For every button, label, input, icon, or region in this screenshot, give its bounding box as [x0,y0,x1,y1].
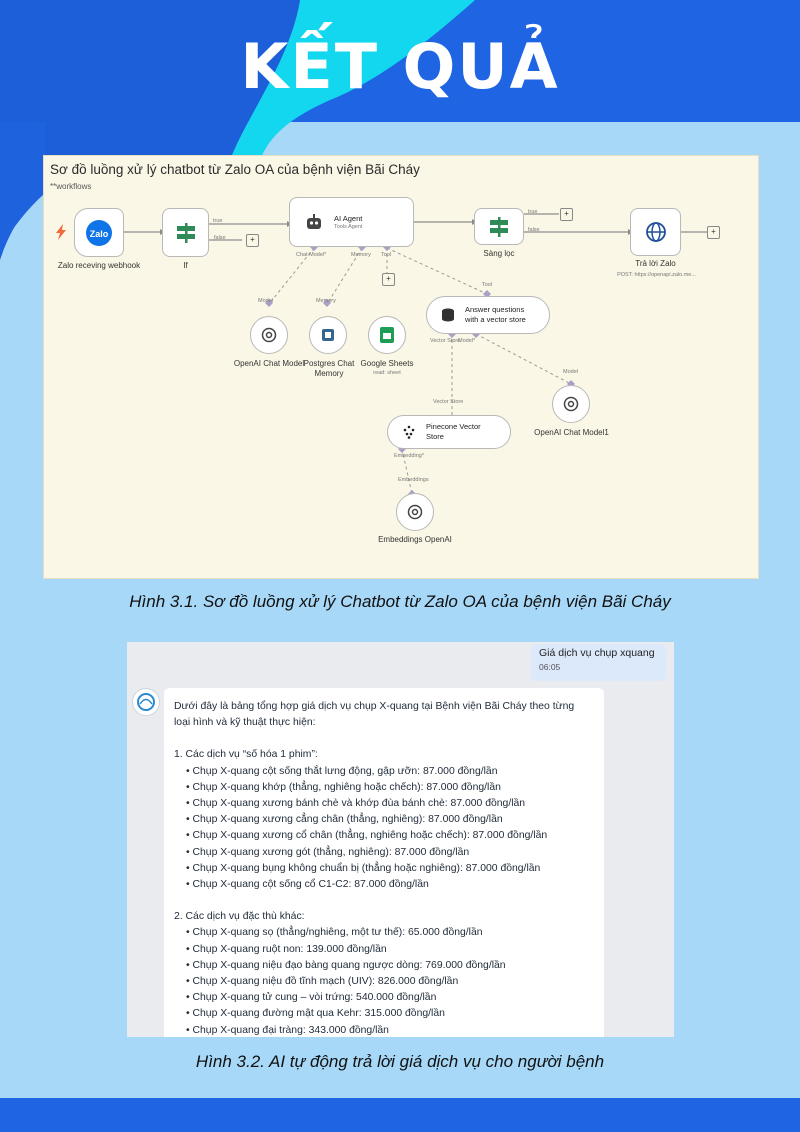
if-label: If [183,261,188,270]
signpost-icon [176,222,195,243]
figure-caption-1: Hình 3.1. Sơ đồ luồng xử lý Chatbot từ Z… [129,592,671,611]
pinecone-line-1: Pinecone Vector [426,422,481,431]
embeddings-openai-label: Embeddings OpenAI [378,535,452,544]
openai-chat-model1-label: OpenAI Chat Model1 [534,428,609,437]
google-sheets-sub: read: sheet [373,370,401,376]
ai-agent-type: Tools Agent [334,224,363,230]
signpost-icon [490,216,508,237]
add-node-button[interactable]: + [246,234,259,247]
pinecone-line-2: Store [426,432,444,441]
list-item: • Chụp X-quang đại tràng: 343.000 đồng/l… [186,1024,389,1036]
workflow-subtitle: **workflows [50,182,92,191]
list-item: • Chụp X-quang xương cẳng chân (thẳng, n… [186,814,503,826]
list-item: • Chụp X-quang cột sống thắt lưng động, … [186,765,498,777]
openai-chat-model1-node[interactable] [552,385,590,423]
add-tool-button[interactable]: + [382,273,395,286]
hospital-logo-icon [137,693,155,711]
chat-window: Giá dịch vụ chụp xquang 06:05 Dưới đây l… [127,642,674,1037]
database-icon [442,308,454,322]
zalo-webhook-node[interactable]: Zalo [74,208,124,257]
add-node-button[interactable]: + [560,208,573,221]
lightning-icon [56,224,66,240]
model-port: Model [563,369,578,375]
vector-store-port: Vector Store [433,399,464,405]
ai-agent-title: AI Agent [334,214,363,223]
embedding-port: Embedding* [394,453,424,459]
openai-icon [261,327,277,343]
answer-line-2: with a vector store [465,315,526,324]
list-item: • Chụp X-quang ruột non: 139.000 đồng/lầ… [186,943,387,955]
zalo-logo: Zalo [86,219,112,246]
section-2-heading: 2. Các dịch vụ đặc thù khác: [174,911,305,923]
tool-port: Tool [381,252,392,258]
tool-port: Tool [482,282,493,288]
footer-bar [0,1098,800,1132]
workflow-title: Sơ đồ luồng xử lý chatbot từ Zalo OA của… [50,162,420,177]
user-message-text: Giá dịch vụ chụp xquang [539,647,655,659]
reply-zalo-node[interactable] [630,208,681,256]
filter-label: Sàng lọc [483,249,515,258]
postgres-label-1: Postgres Chat [303,359,355,368]
add-node-button[interactable]: + [707,226,720,239]
model-port: Model* [458,338,476,344]
openai-chat-model-label: OpenAI Chat Model [233,359,305,368]
memory-port: Memory [351,252,371,258]
svg-text:Zalo: Zalo [90,229,109,239]
if-true-port: true [213,218,223,224]
ai-agent-node[interactable]: AI Agent Tools Agent [289,197,414,247]
bot-message-bubble: Dưới đây là bảng tổng hợp giá dịch vụ ch… [164,688,604,1037]
answer-line-1: Answer questions [465,305,525,314]
list-item: • Chụp X-quang xương bánh chè và khớp đù… [186,798,526,810]
if-false-port: false [214,235,226,241]
user-message-time: 06:05 [539,662,561,672]
sheets-icon [380,327,394,343]
page-title: KẾT QUẢ [240,30,560,103]
reply-zalo-label: Trả lời Zalo [635,259,676,268]
postgres-icon [322,329,334,341]
pinecone-icon [403,425,415,439]
filter-true-port: true [528,209,538,215]
embeddings-openai-node[interactable] [396,493,434,531]
openai-chat-model-node[interactable] [250,316,288,354]
section-1-heading: 1. Các dịch vụ “số hóa 1 phim”: [174,749,318,761]
list-item: • Chụp X-quang bụng không chuẩn bị (thẳn… [186,862,541,874]
list-item: • Chụp X-quang tử cung – vòi trứng: 540.… [186,992,437,1004]
filter-false-port: false [528,227,540,233]
list-item: • Chụp X-quang xương cổ chân (thẳng, ngh… [186,830,548,842]
model-port: Model [258,298,273,304]
zalo-webhook-label: Zalo receving webhook [57,261,141,270]
list-item: • Chụp X-quang niệu đồ tĩnh mạch (UIV): … [186,976,459,988]
bot-intro-line-2: loại hình và kỹ thuật thực hiện: [174,717,316,729]
vector-store-port: Vector Store [430,338,461,344]
list-item: • Chụp X-quang đường mật qua Kehr: 315.0… [186,1008,445,1020]
list-item: • Chụp X-quang niệu đạo bàng quang ngược… [186,959,506,971]
reply-zalo-url: POST: https://openapi.zalo.me... [617,272,696,278]
chat-model-port: Chat Model* [296,252,327,258]
header-background [0,0,800,260]
embeddings-port: Embeddings [398,477,429,483]
google-sheets-label: Google Sheets [360,359,414,368]
list-item: • Chụp X-quang sọ (thẳng/nghiêng, một tư… [186,927,483,939]
globe-icon [645,222,666,242]
workflow-diagram: Sơ đồ luồng xử lý chatbot từ Zalo OA của… [43,155,759,579]
postgres-label-2: Memory [314,369,344,378]
answer-questions-node[interactable]: Answer questions with a vector store [426,296,550,334]
filter-node[interactable] [474,208,524,245]
memory-port: Memory [316,298,336,304]
list-item: • Chụp X-quang khớp (thẳng, nghiêng hoặc… [186,781,501,793]
pinecone-vector-store-node[interactable]: Pinecone Vector Store [387,415,511,449]
google-sheets-node[interactable] [368,316,406,354]
bot-avatar [132,688,160,716]
openai-icon [563,396,579,412]
robot-icon [307,214,321,229]
postgres-memory-node[interactable] [309,316,347,354]
list-item: • Chụp X-quang xương gót (thẳng, nghiêng… [186,846,470,858]
list-item: • Chụp X-quang cột sống cổ C1-C2: 87.000… [186,879,429,891]
openai-icon [407,504,423,520]
if-node[interactable] [162,208,209,257]
figure-caption-2: Hình 3.2. AI tự động trả lời giá dịch vụ… [195,1052,605,1071]
user-message-bubble: Giá dịch vụ chụp xquang 06:05 [531,644,666,681]
bot-intro-line-1: Dưới đây là bảng tổng hợp giá dịch vụ ch… [174,701,575,712]
